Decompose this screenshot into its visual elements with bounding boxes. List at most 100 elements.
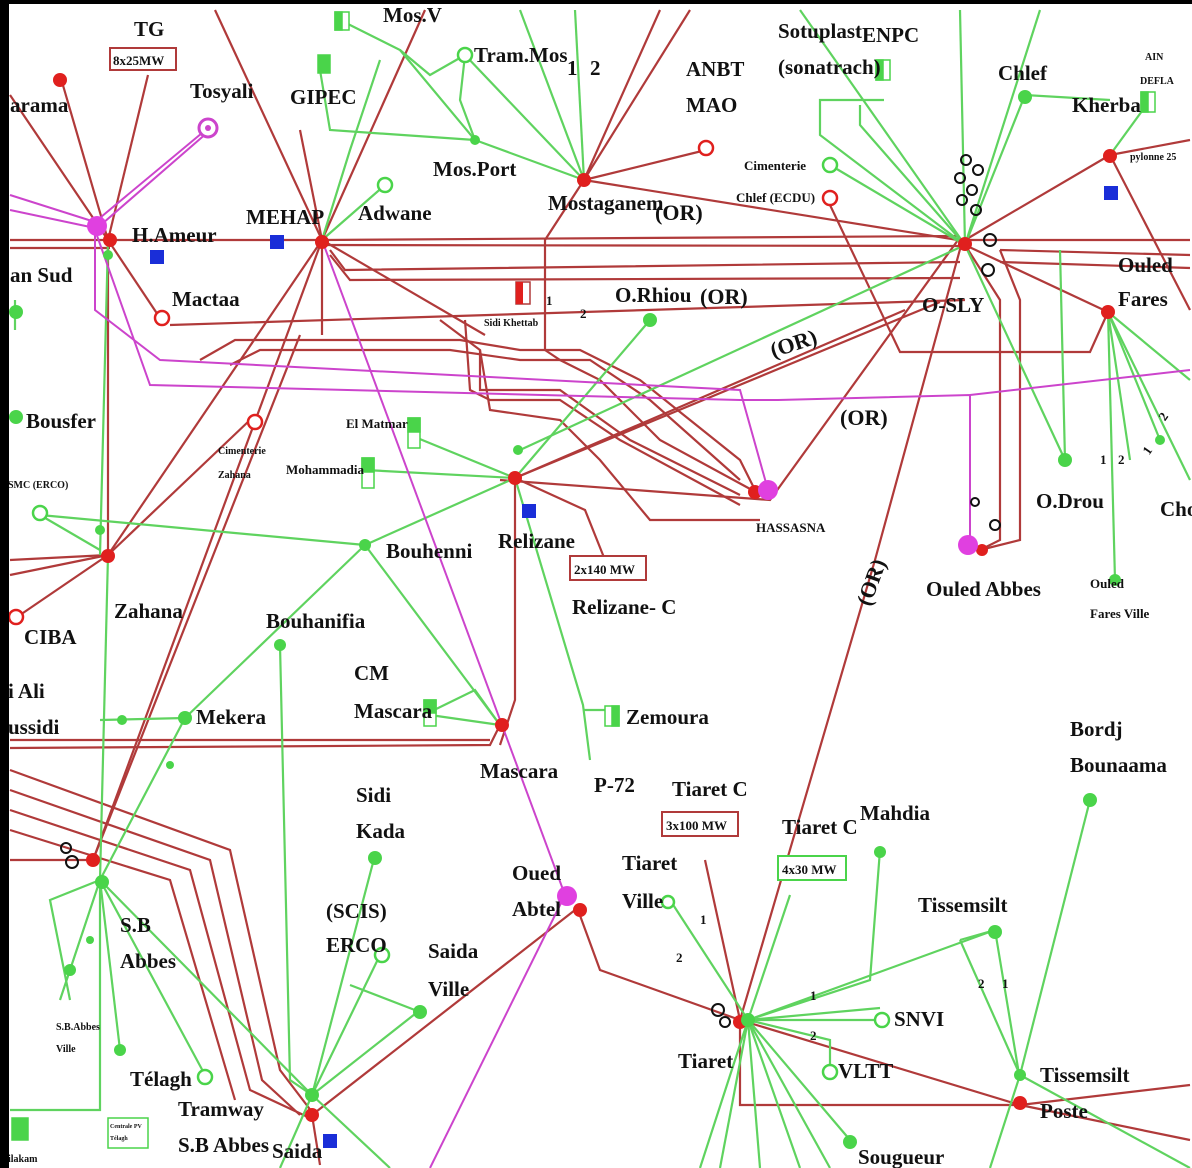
label-pylonne: pylonne 25	[1130, 152, 1176, 163]
label-one-d: 1	[1139, 443, 1155, 457]
node-tg	[53, 73, 67, 87]
label-ouled-abbes: Ouled Abbes	[926, 577, 1041, 601]
label-arama: arama	[10, 93, 69, 117]
node-relizane	[508, 471, 522, 485]
label-snvi: SNVI	[894, 1007, 944, 1031]
label-adwane: Adwane	[358, 201, 432, 225]
label-hassasna: HASSASNA	[756, 520, 826, 535]
label-cm: CM	[354, 661, 389, 685]
label-abtel: Abtel	[512, 897, 561, 921]
node-erco-scis	[373, 946, 391, 964]
label-bordj: Bordj	[1070, 717, 1123, 741]
cap-box-tiaret-4x30	[777, 855, 847, 881]
gen-el-matmar	[407, 417, 421, 449]
node-ouled-abbes-red	[976, 544, 988, 556]
node-ouled-abbes	[958, 535, 978, 555]
label-one-a: 1	[567, 56, 578, 80]
node-cimenterie-zahana	[246, 413, 264, 431]
label-zahana: Zahana	[114, 599, 183, 623]
substation-markers	[150, 186, 1118, 1148]
label-one-b: 1	[546, 293, 553, 308]
node-h-ameur-hvdc	[87, 216, 107, 236]
node-chlef-ecdu	[821, 189, 839, 207]
label-one-f: 1	[810, 988, 817, 1003]
label-saida: Saida	[272, 1139, 323, 1163]
node-adwane	[376, 176, 394, 194]
label-mohammadia: Mohammadia	[286, 462, 365, 477]
label-anbt: ANBT	[686, 57, 744, 81]
label-ussidi: ussidi	[8, 715, 60, 739]
label-mahdia: Mahdia	[860, 801, 931, 825]
label-mostaganem: Mostaganem	[548, 191, 664, 215]
cap-box-centrale-pv	[107, 1117, 149, 1149]
node-hassasna	[758, 480, 778, 500]
label-mekera: Mekera	[196, 705, 266, 729]
label-an-sud: an Sud	[10, 263, 73, 287]
node-cimenterie-chlef	[821, 156, 839, 174]
node-oued-abtel-red	[573, 903, 587, 917]
node-tramway	[196, 1068, 214, 1086]
label-defla: DEFLA	[1140, 76, 1175, 87]
label-sb: S.B	[120, 913, 151, 937]
label-relizane: Relizane	[498, 529, 575, 553]
label-sidi: Sidi	[356, 783, 391, 807]
label-or-3: (OR)	[767, 324, 820, 363]
gen-telagh	[11, 1117, 29, 1141]
label-i-ali: i Ali	[8, 679, 45, 703]
node-smc-erco	[31, 504, 49, 522]
gen-mosv	[334, 11, 350, 31]
gen-sidi-khettab	[515, 281, 531, 305]
node-ciba	[7, 608, 25, 626]
label-tiaret-ville2: Ville	[622, 889, 663, 913]
gen-zemoura	[604, 705, 620, 727]
label-chlef: Chlef	[998, 61, 1048, 85]
node-zahana	[101, 549, 115, 563]
node-mostaganem	[577, 173, 591, 187]
label-tram-mos: Tram.Mos	[474, 43, 568, 67]
node-oued-abtel	[557, 886, 577, 906]
node-ouled-fares	[1101, 305, 1115, 319]
nodes-hvdc	[87, 216, 978, 906]
cap-box-tg	[109, 47, 177, 71]
label-tiaret-ville1: Tiaret	[622, 851, 677, 875]
label-cho: Cho	[1160, 497, 1192, 521]
label-ciba: CIBA	[24, 625, 77, 649]
label-two-e: 2	[676, 950, 683, 965]
label-o-rhiou: O.Rhiou	[615, 283, 692, 307]
label-two-b: 2	[580, 306, 587, 321]
label-telagh: Télagh	[130, 1067, 192, 1091]
label-or-4: (OR)	[840, 405, 888, 430]
label-p72: P-72	[594, 773, 635, 797]
label-kada: Kada	[356, 819, 406, 843]
label-one-g: 1	[1002, 976, 1009, 991]
node-mehap	[315, 235, 329, 249]
label-two-g: 2	[978, 976, 985, 991]
node-kherba	[1103, 149, 1117, 163]
node-sb-abbes	[86, 853, 100, 867]
label-ouled: Ouled	[1118, 253, 1173, 277]
label-el-matmar: El Matmar	[346, 416, 408, 431]
label-zahana-small: Zahana	[218, 470, 251, 481]
label-kherba: Kherba	[1072, 93, 1141, 117]
label-erco: ERCO	[326, 933, 387, 957]
label-mos-port: Mos.Port	[433, 157, 516, 181]
label-abbes: Abbes	[120, 949, 176, 973]
label-cap-2x140: 2x140 MW	[574, 562, 635, 577]
lines-220kv	[10, 9, 1191, 1168]
nodes-ring	[7, 139, 839, 626]
nodes-green-ring	[31, 46, 891, 1086]
generator-boxes	[11, 11, 1156, 1141]
label-enpc: ENPC	[862, 23, 919, 47]
label-tissemsilt-poste2: Poste	[1040, 1099, 1088, 1123]
label-mao: MAO	[686, 93, 737, 117]
node-o-sly	[958, 237, 972, 251]
label-oued: Oued	[512, 861, 561, 885]
label-two-c: 2	[1118, 452, 1125, 467]
label-tg: TG	[134, 17, 164, 41]
label-vltt: VLTT	[838, 1059, 893, 1083]
cap-box-tiaret-3x100	[661, 811, 739, 837]
label-cap-4x30: 4x30 MW	[782, 862, 837, 877]
label-two-f: 2	[810, 1028, 817, 1043]
label-tosyali: Tosyali	[190, 79, 254, 103]
